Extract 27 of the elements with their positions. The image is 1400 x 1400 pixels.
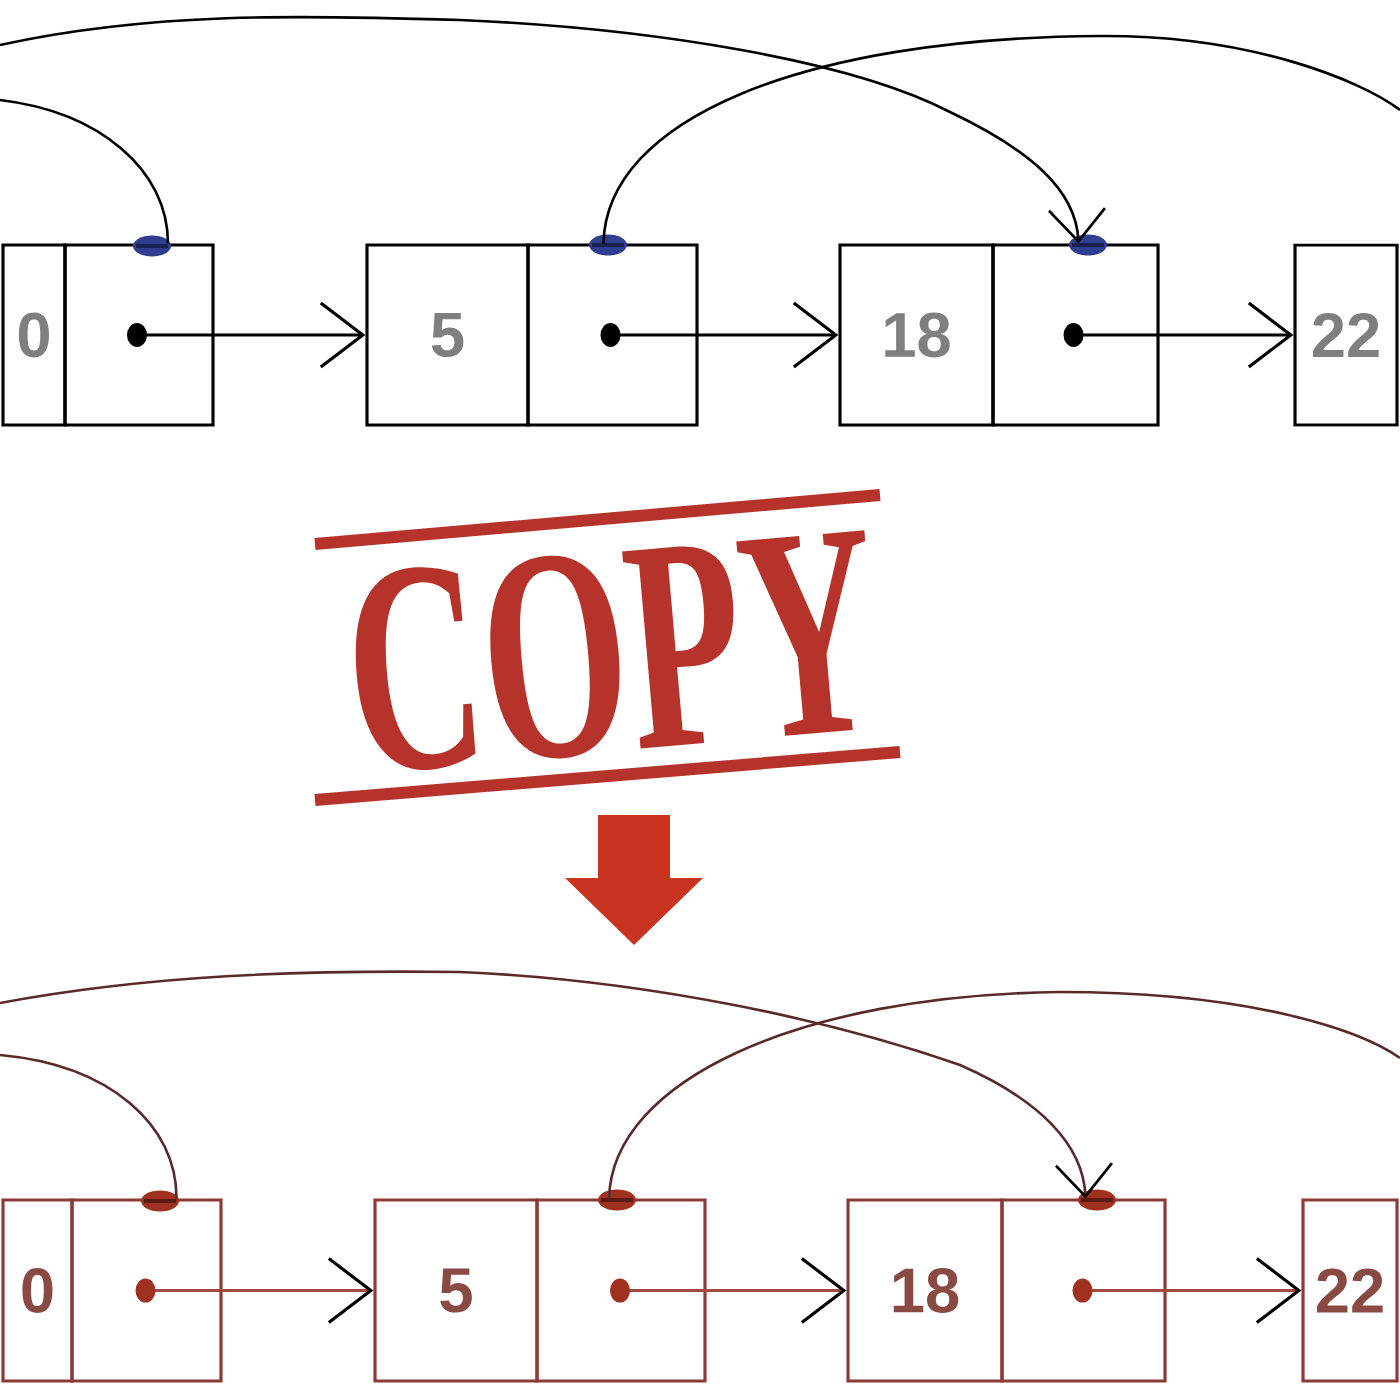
pointer-cell <box>70 1198 223 1383</box>
pointer-cell <box>535 1198 707 1383</box>
arrow <box>1063 301 1294 369</box>
pointer-cell <box>526 243 699 427</box>
value-cell: 18 <box>838 243 995 427</box>
curved-line <box>0 1053 178 1199</box>
value-cell: 5 <box>373 1198 539 1383</box>
curved-arrow <box>0 15 1106 244</box>
curved-line <box>607 990 1400 1199</box>
curved-arrow <box>0 970 1113 1199</box>
pointer-cell <box>1000 1198 1167 1383</box>
arrow <box>610 1257 847 1324</box>
value-cell: 0 <box>1 243 67 427</box>
stamp-text: COPY <box>355 530 866 771</box>
pointer-cell <box>991 243 1160 427</box>
curved-line <box>602 34 1400 244</box>
value-cell: 5 <box>365 243 530 427</box>
value-cell: 18 <box>846 1198 1004 1383</box>
arrow <box>1072 1257 1302 1324</box>
arrow <box>127 301 366 369</box>
curved-line <box>0 98 170 244</box>
value-cell: 22 <box>1293 243 1399 427</box>
arrow <box>600 301 839 369</box>
pointer-cell <box>63 243 215 427</box>
arrow <box>135 1257 374 1324</box>
value-cell: 22 <box>1301 1198 1399 1383</box>
value-cell: 0 <box>1 1198 74 1383</box>
